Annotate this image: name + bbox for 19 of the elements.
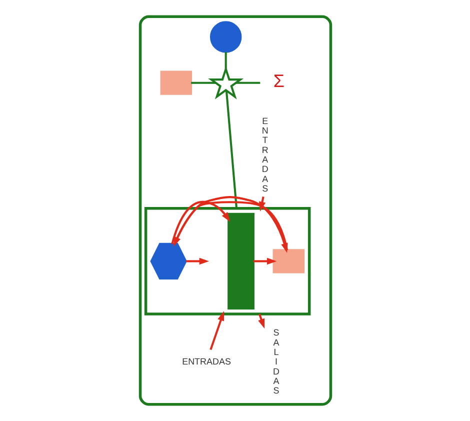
node-text: Σ <box>272 71 284 92</box>
cluster <box>144 207 310 316</box>
arrow <box>186 258 209 265</box>
node-box <box>272 249 304 274</box>
node-hexagon <box>150 242 186 280</box>
node-text: ENTRADAS <box>182 356 230 367</box>
connector <box>224 90 238 209</box>
connector <box>190 82 216 84</box>
arrow <box>170 200 230 244</box>
arrow <box>252 258 276 265</box>
connector <box>236 82 260 84</box>
connector <box>224 52 226 69</box>
node-bar <box>227 212 254 310</box>
node-box <box>160 70 192 95</box>
node-text: SALIDAS <box>272 328 279 396</box>
node-text: ENTRADAS <box>261 116 268 194</box>
cluster <box>138 15 332 406</box>
arrow <box>209 311 224 350</box>
node-circle <box>209 21 242 53</box>
